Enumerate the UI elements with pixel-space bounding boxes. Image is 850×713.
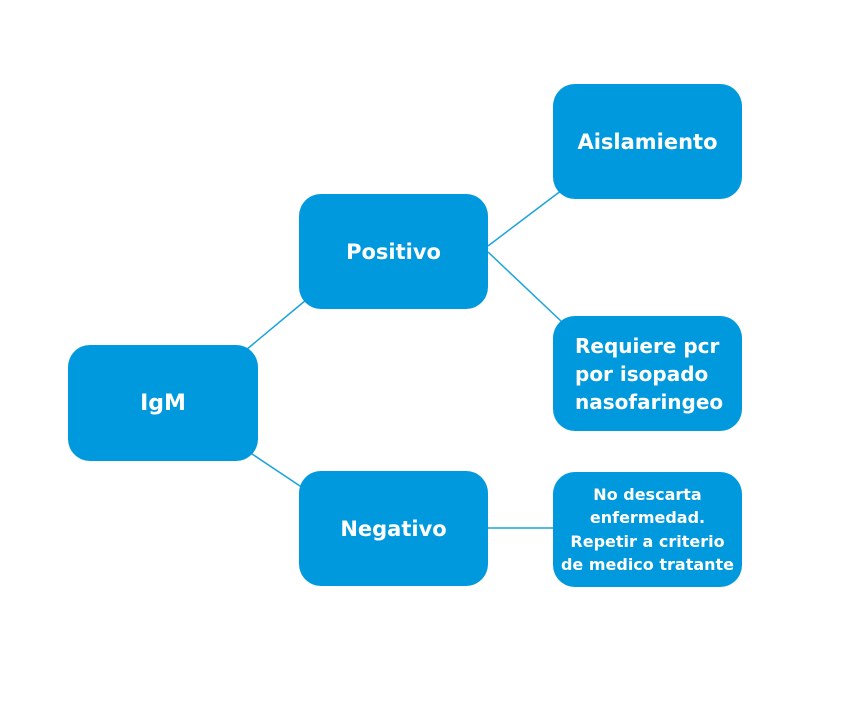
node-requiere-pcr: Requiere pcr por isopado nasofaringeo: [553, 316, 742, 431]
node-aislamiento-label: Aislamiento: [577, 129, 718, 154]
node-positivo: Positivo: [299, 194, 488, 309]
node-no-descarta-label: No descarta enfermedad. Repetir a criter…: [560, 485, 735, 574]
node-positivo-label: Positivo: [346, 239, 441, 264]
connector-positivo-aislamiento: [487, 189, 563, 247]
connector-igm-positivo: [245, 299, 307, 351]
node-no-descarta: No descarta enfermedad. Repetir a criter…: [553, 472, 742, 587]
connector-positivo-pcr: [487, 251, 563, 323]
node-requiere-pcr-label: Requiere pcr por isopado nasofaringeo: [575, 333, 724, 414]
node-aislamiento: Aislamiento: [553, 84, 742, 199]
connector-igm-negativo: [245, 449, 307, 491]
node-igm: IgM: [68, 345, 258, 461]
node-igm-label: IgM: [140, 390, 186, 416]
node-negativo: Negativo: [299, 471, 488, 586]
node-negativo-label: Negativo: [340, 516, 447, 541]
